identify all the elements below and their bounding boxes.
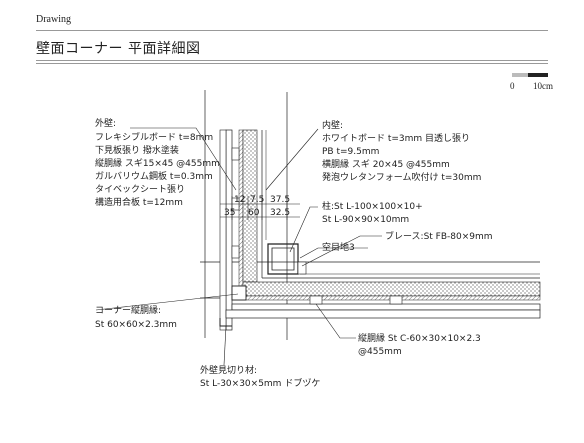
plywood-strip-vertical: [238, 129, 244, 291]
leader-line-exterior-wall: [130, 127, 237, 191]
dimension-label: 7.5: [250, 195, 264, 205]
cut-off-angle: [219, 318, 232, 327]
scale-max-label: 10cm: [533, 81, 553, 91]
leader-line-reveal: [299, 247, 368, 259]
vertical-furring-line: 縦胴縁 St C-60×30×10×2.3: [358, 332, 481, 344]
interior-wall-line: 発泡ウレタンフォーム吹付け t=30mm: [322, 171, 481, 183]
exterior-wall-line: 構造用合板 t=12mm: [95, 196, 183, 208]
scale-zero-label: 0: [510, 81, 515, 91]
vertical-furring-stud: [231, 147, 240, 161]
corner-furring-label: コーナー縦胴縁: St 60×60×2.3mm: [95, 304, 177, 330]
brace-plate: [297, 261, 307, 275]
outer-siding-horizontal: [231, 303, 541, 311]
title-divider-top: [36, 60, 548, 61]
reveal-label: 空目地3: [322, 241, 355, 253]
brace-label: ブレース:St FB-80×9mm: [385, 230, 493, 242]
insulation-vertical: [242, 129, 258, 283]
corner-furring-line: コーナー縦胴縁:: [95, 304, 161, 316]
interior-wall-line: 内壁:: [322, 119, 343, 131]
leader-line-corner-furring: [95, 293, 239, 311]
outer-siding-strip: [225, 129, 233, 331]
steel-column-inner: [271, 247, 295, 271]
section-label: Drawing: [36, 14, 71, 25]
leader-line-interior-wall: [265, 128, 319, 191]
leader-line-brace: [301, 235, 382, 267]
column-line: St L-90×90×10mm: [322, 215, 409, 225]
corner-furring-line: St 60×60×2.3mm: [95, 320, 177, 330]
cut-off-label: 外壁見切り材: St L-30×30×5mm ドブヅケ: [200, 364, 320, 389]
dimension-label: 32.5: [270, 208, 290, 218]
vertical-furring-stud: [389, 295, 403, 305]
exterior-wall-line: 外壁:: [95, 117, 116, 129]
corner-furring-post: [231, 285, 247, 301]
dimension-label: 60: [248, 208, 260, 218]
vertical-furring-line: @455mm: [358, 347, 402, 357]
vertical-furring-stud: [231, 245, 240, 259]
cut-off-line: 外壁見切り材:: [200, 364, 257, 376]
leader-line-cut-off: [223, 325, 227, 366]
leader-line-column: [289, 206, 318, 253]
exterior-wall-line: ガルバリウム鋼板 t=0.3mm: [95, 170, 213, 182]
leader-line-vertical-furring: [315, 303, 356, 339]
vertical-furring-stud: [309, 295, 323, 305]
dimension-label: 35: [224, 208, 235, 218]
interior-wall-line: 横胴縁 スギ 20×45 @455mm: [322, 158, 450, 170]
cut-off-line: St L-30×30×5mm ドブヅケ: [200, 377, 320, 389]
column-label: 柱:St L-100×100×10+ St L-90×90×10mm: [322, 200, 423, 225]
scale-bar-light: [512, 73, 528, 77]
vertical-furring-label: 縦胴縁 St C-60×30×10×2.3 @455mm: [358, 332, 481, 357]
interior-wall-line: ホワイトボード t=3mm 目透し張り: [322, 133, 470, 144]
exterior-wall-line: 下見板張り 撥水塗装: [95, 144, 179, 156]
dimension-label: 37.5: [270, 195, 290, 205]
siding-board-horizontal: [225, 309, 541, 319]
scale-bar-dark: [528, 73, 548, 77]
exterior-wall-label: 外壁: フレキシブルボード t=8mm 下見板張り 撥水塗装 縦胴縁 スギ15×…: [95, 117, 220, 208]
column-line: 柱:St L-100×100×10+: [322, 200, 423, 212]
exterior-wall-line: 縦胴縁 スギ15×45 @455mm: [95, 157, 220, 169]
dimension-label: 12: [234, 195, 245, 205]
exterior-wall-line: タイベックシート張り: [95, 184, 185, 195]
exterior-wall-line: フレキシブルボード t=8mm: [95, 131, 213, 143]
steel-column: [267, 243, 299, 275]
interior-wall-label: 内壁: ホワイトボード t=3mm 目透し張り PB t=9.5mm 横胴縁 ス…: [322, 119, 481, 183]
title-divider-bottom: [36, 63, 548, 64]
section-divider: [36, 30, 548, 31]
scale-bar: [512, 73, 548, 77]
page-title: 壁面コーナー 平面詳細図: [36, 41, 201, 57]
siding-board-strip: [219, 129, 227, 331]
interior-wall-line: PB t=9.5mm: [322, 147, 379, 157]
insulation-horizontal: [242, 281, 541, 297]
plywood-strip-horizontal: [231, 295, 541, 301]
